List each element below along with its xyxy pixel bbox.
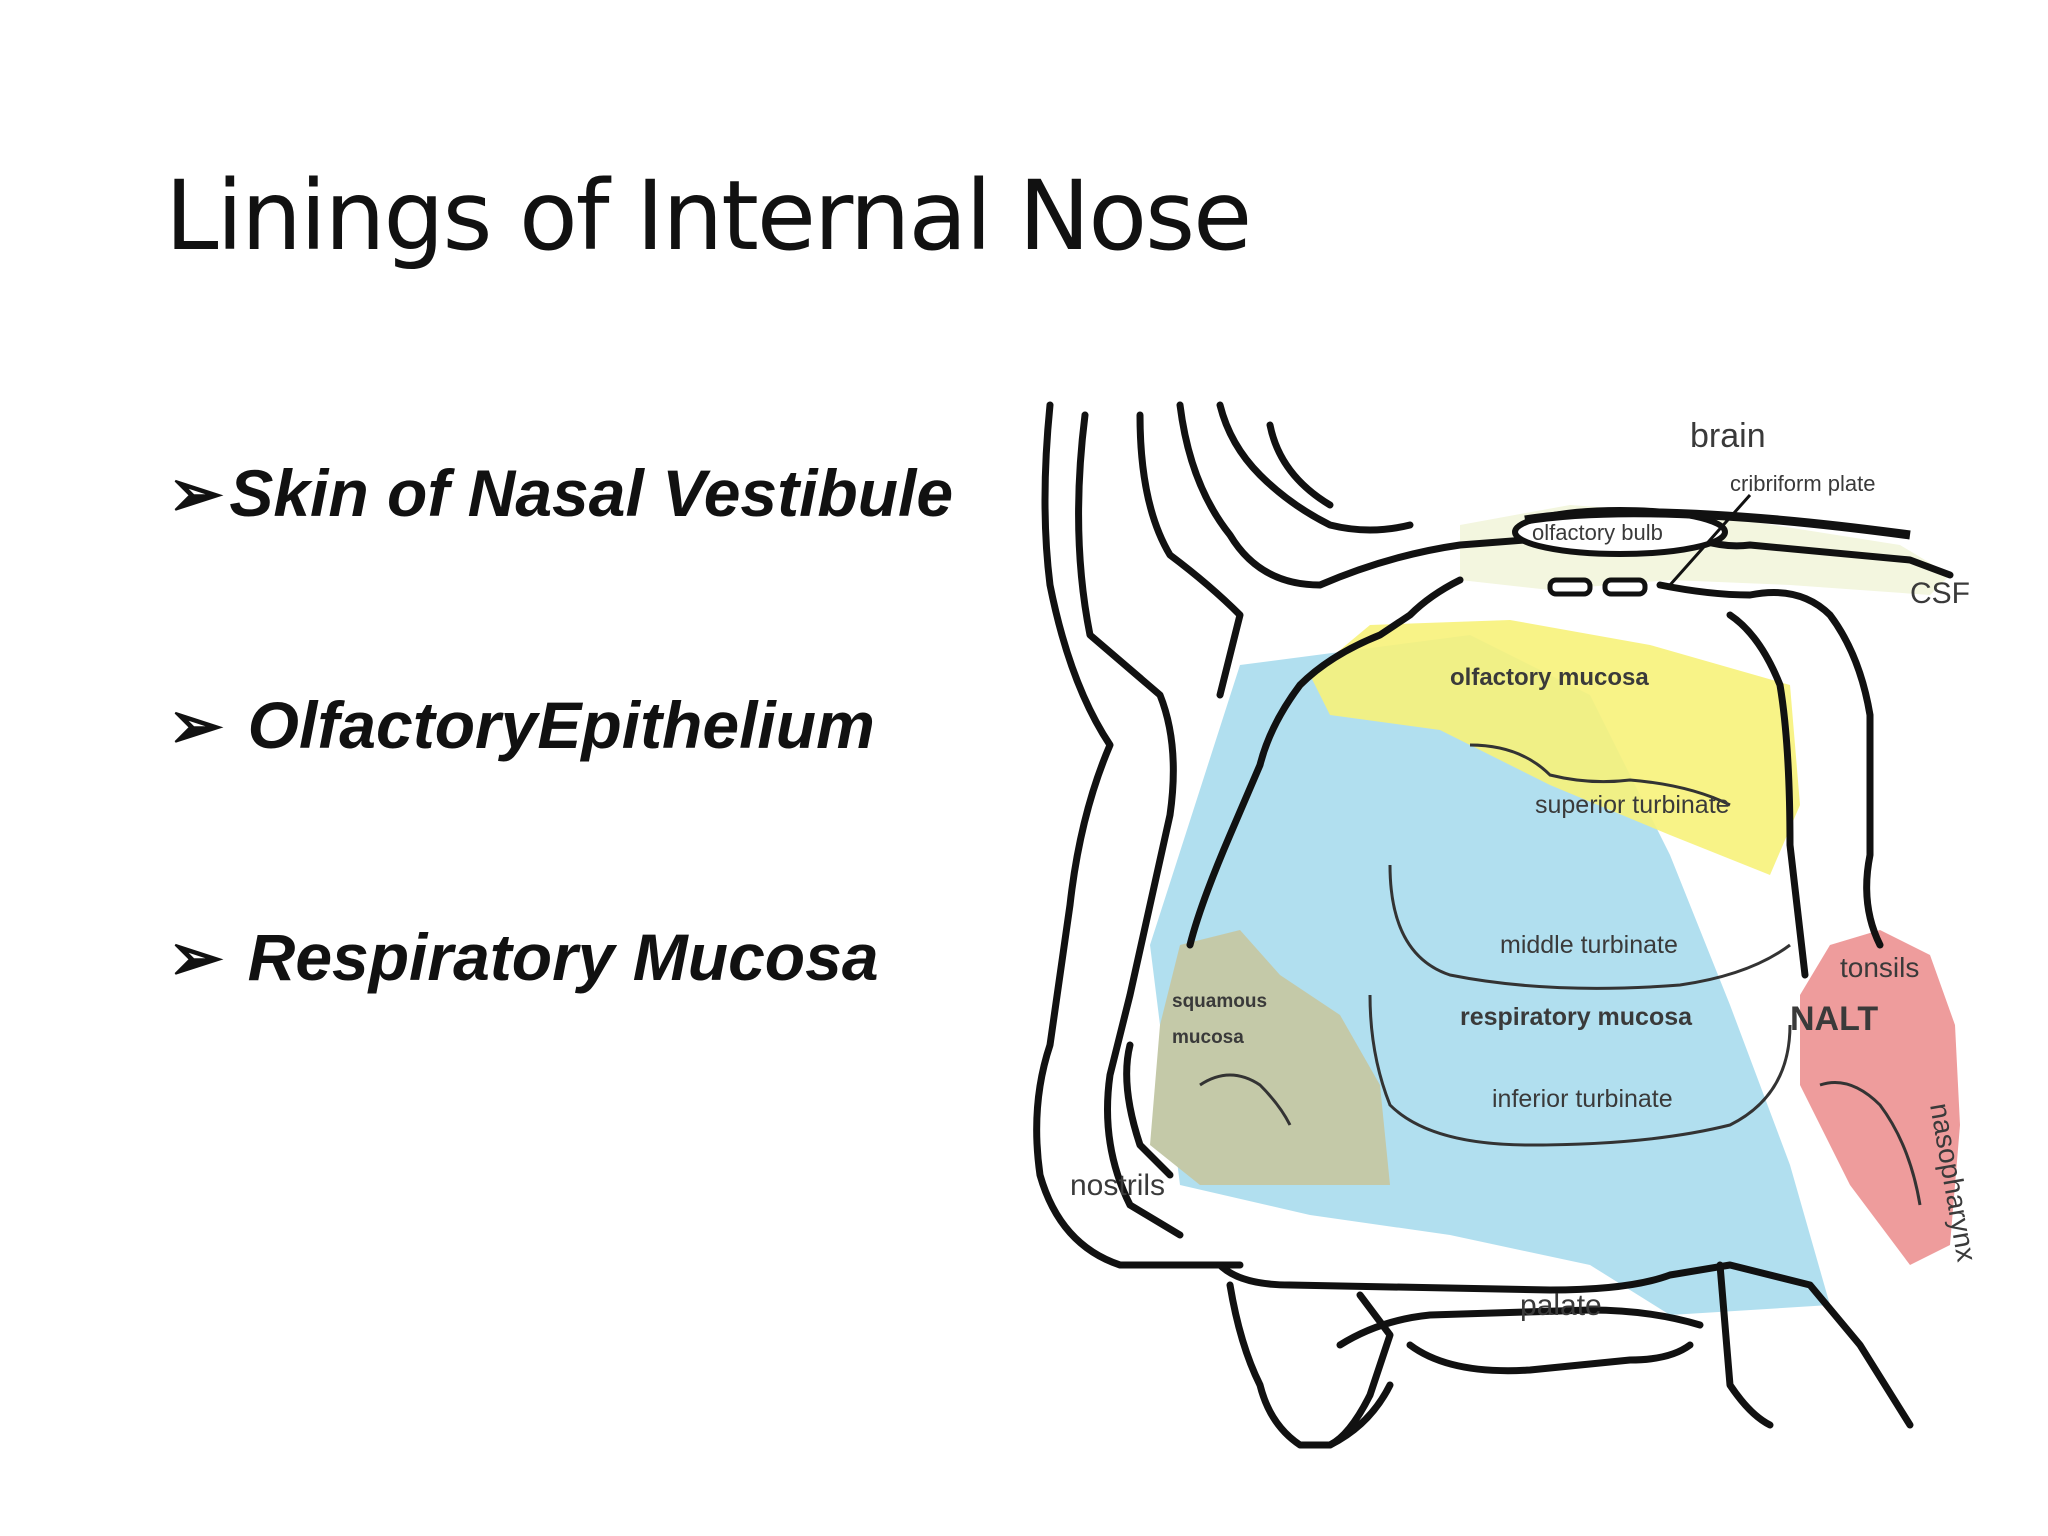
label-cribriform-plate: cribriform plate [1730,471,1875,496]
bullet-item-respiratory-mucosa: ➢ Respiratory Mucosa [168,919,879,996]
bullet-text: OlfactoryEpithelium [248,688,875,762]
label-squamous: squamous [1172,991,1267,1012]
arrow-bullet-icon: ➢ [168,687,223,764]
slide-title: Linings of Internal Nose [165,160,1250,272]
label-olfactory-bulb: olfactory bulb [1532,520,1663,545]
label-nalt: NALT [1790,1000,1878,1038]
label-nostrils: nostrils [1070,1169,1165,1202]
bullet-item-olfactory-epithelium: ➢ OlfactoryEpithelium [168,687,875,764]
label-mucosa: mucosa [1172,1027,1244,1048]
label-respiratory-mucosa: respiratory mucosa [1460,1003,1693,1031]
label-tonsils: tonsils [1840,952,1919,983]
label-brain: brain [1690,417,1766,455]
label-inferior-turbinate: inferior turbinate [1492,1085,1673,1113]
label-superior-turbinate: superior turbinate [1535,791,1730,819]
bullet-text: Skin of Nasal Vestibule [229,456,953,530]
label-olfactory-mucosa: olfactory mucosa [1450,664,1649,691]
label-csf: CSF [1910,577,1970,610]
arrow-bullet-icon: ➢ [168,919,223,996]
nasal-cavity-diagram: brain cribriform plate olfactory bulb CS… [1030,385,2000,1465]
label-palate: palate [1520,1289,1602,1322]
bullet-item-skin-vestibule: ➢Skin of Nasal Vestibule [168,455,953,532]
label-middle-turbinate: middle turbinate [1500,931,1678,959]
arrow-bullet-icon: ➢ [168,455,223,532]
bullet-text: Respiratory Mucosa [248,920,879,994]
